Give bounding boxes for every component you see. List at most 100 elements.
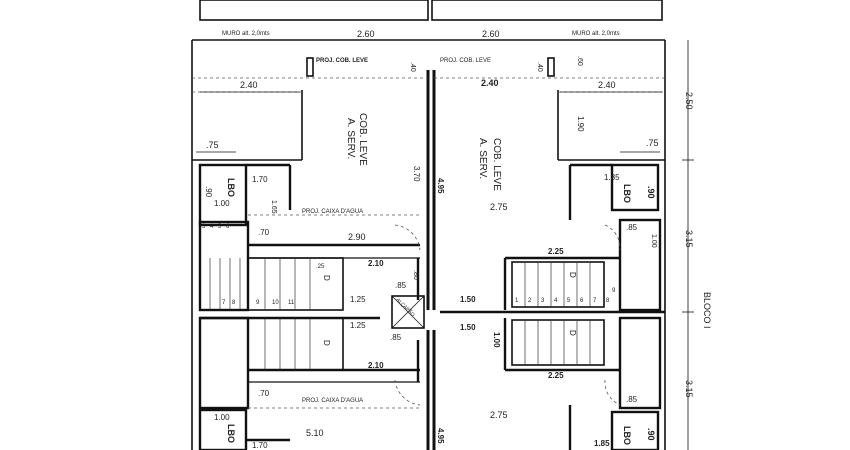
left-dim-170: 1.70 [252, 175, 268, 184]
right-muro-note: MURO alt. 2,0mts [572, 31, 620, 37]
step-num: 2 [528, 298, 532, 304]
left-dim-125b: 1.25 [350, 321, 366, 330]
right-dim-90b: .90 [646, 428, 656, 441]
left-dim-510: 5.10 [306, 428, 324, 438]
left-proj-caixa: PROJ. CAIXA D'AGUA [302, 209, 363, 215]
left-dim-100b: 1.00 [214, 413, 230, 422]
top-left-room [199, 0, 429, 21]
left-dim-70: .70 [258, 228, 270, 237]
right-dim-240: 2.40 [481, 78, 499, 88]
left-dim-210b: 2.10 [368, 361, 384, 370]
left-lbo-label: LBO [226, 178, 236, 197]
step-num: 1 [515, 298, 519, 304]
right-dim-40: .40 [409, 62, 416, 72]
left-dim-75: .75 [206, 140, 219, 150]
right-col-dim-315b: 3.15 [684, 380, 694, 398]
left-proj-caixa-b: PROJ. CAIXA D'AGUA [302, 398, 363, 404]
left-dim-85: .85 [395, 281, 407, 290]
step-num: 8 [606, 298, 610, 304]
step-num: 10 [272, 300, 279, 306]
left-dim-165: 1.65 [270, 200, 277, 214]
right-dim-150b: 1.50 [460, 323, 476, 332]
right-dim-225b: 2.25 [548, 371, 564, 380]
right-dim-100: 1.00 [650, 234, 657, 248]
walls [191, 0, 694, 450]
left-dim-240: 2.40 [240, 80, 258, 90]
left-dim-370: 3.70 [412, 166, 421, 182]
right-dim-185b: 1.85 [594, 439, 610, 448]
right-stair-steps: 1 2 3 4 5 6 7 8 9 [515, 288, 616, 304]
left-stair-steps: 3 4 5 6 7 8 9 10 11 [202, 224, 295, 306]
left-dim-170b: 1.70 [252, 441, 268, 450]
step-num: 9 [612, 288, 616, 294]
right-stair-letter-b: D [568, 330, 577, 336]
left-dim-260: 2.60 [357, 29, 375, 39]
left-dim-90: .90 [204, 186, 213, 198]
right-cob-leve: COB. LEVE [491, 138, 502, 191]
step-num: 7 [593, 298, 597, 304]
left-dim-100: 1.00 [214, 199, 230, 208]
left-lbo-label-b: LBO [226, 424, 236, 443]
right-dim-90: .90 [646, 186, 656, 199]
right-proj-cob: PROJ. COB. LEVE [440, 58, 491, 64]
step-num: 3 [202, 224, 206, 230]
right-dim-260: 2.60 [482, 29, 500, 39]
step-num: 5 [567, 298, 571, 304]
left-dim-210: 2.10 [368, 259, 384, 268]
step-num: 6 [580, 298, 584, 304]
left-dim-80: .80 [412, 270, 419, 280]
left-dim-290: 2.90 [348, 232, 366, 242]
left-muro-note: MURO alt. 2,0mts [222, 31, 270, 37]
right-a-serv: A. SERV. [477, 138, 488, 179]
right-lbo-label: LBO [622, 184, 632, 203]
left-lbo-room [198, 163, 248, 227]
right-dim-185: 1.85 [604, 173, 620, 182]
step-num: 6 [226, 224, 230, 230]
step-num: 7 [222, 300, 226, 306]
left-dim-125: 1.25 [350, 295, 366, 304]
right-stair-upper [511, 261, 605, 308]
left-proj-cob: PROJ. COB. LEVE [316, 58, 368, 64]
right-col-dim-250: 2.50 [684, 92, 694, 110]
step-num: 9 [256, 300, 260, 306]
right-dim-190: 1.90 [576, 116, 585, 132]
right-dim-100b: 1.00 [492, 332, 501, 348]
step-num: 4 [554, 298, 558, 304]
step-num: 11 [288, 300, 295, 306]
block-label: BLOCO I [702, 292, 712, 329]
right-dim-85b: .85 [626, 395, 638, 404]
right-dim-495b: 4.95 [436, 428, 445, 444]
step-num: 5 [218, 224, 222, 230]
step-num: 8 [232, 300, 236, 306]
right-dim-75: .75 [646, 138, 659, 148]
left-stair-letter: D [322, 275, 331, 281]
right-lbo-label-b: LBO [622, 426, 632, 445]
left-dim-70b: .70 [258, 389, 270, 398]
right-stair-lower [511, 319, 605, 366]
right-lbo-room [610, 163, 660, 212]
right-dim-495: 4.95 [436, 178, 445, 194]
right-dim-85: .85 [626, 223, 638, 232]
right-dim-40b: .40 [536, 62, 543, 72]
left-stair-upper [247, 257, 344, 311]
stair-treads [209, 258, 591, 370]
dimension-lines [196, 39, 662, 153]
right-dim-275: 2.75 [490, 202, 508, 212]
right-dim-240b: 2.40 [598, 80, 616, 90]
left-dim-85b: .85 [390, 333, 402, 342]
left-dim-25: .25 [316, 264, 325, 270]
right-dim-60: .60 [576, 56, 583, 66]
right-dim-150: 1.50 [460, 295, 476, 304]
alcapao-hatch [391, 295, 425, 329]
left-cob-leve: COB. LEVE [357, 113, 368, 166]
right-stair-letter: D [568, 272, 577, 278]
left-a-serv: A. SERV. [345, 118, 356, 159]
right-dim-225: 2.25 [548, 247, 564, 256]
right-dim-275b: 2.75 [490, 410, 508, 420]
step-num: 3 [541, 298, 545, 304]
top-right-room [431, 0, 663, 21]
step-num: 4 [210, 224, 214, 230]
right-col-dim-315: 3.15 [684, 230, 694, 248]
left-stair-letter-b: D [322, 340, 331, 346]
